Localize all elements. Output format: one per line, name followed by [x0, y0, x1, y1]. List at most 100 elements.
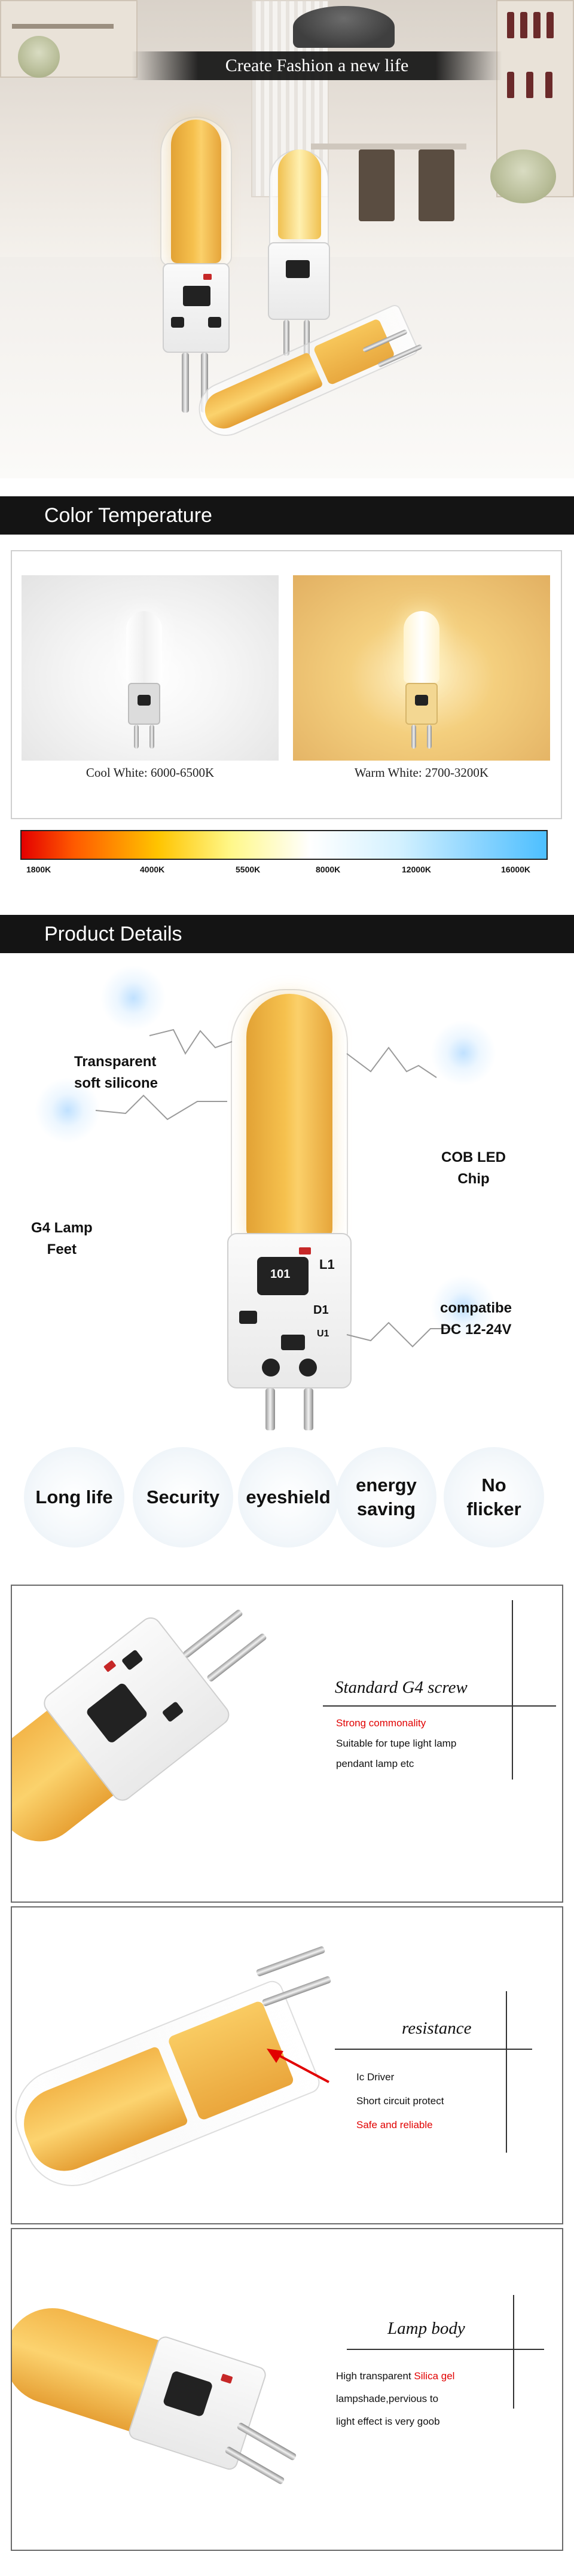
color-temperature-scale: [20, 830, 548, 860]
callout-line: G4 Lamp: [31, 1220, 93, 1236]
scale-tick: 8000K: [316, 865, 341, 874]
smd-component: [281, 1335, 305, 1350]
callout-line: COB LED: [441, 1149, 506, 1165]
guide-line: [335, 2049, 532, 2050]
pcb-mark: D1: [313, 1304, 329, 1317]
red-capacitor: [203, 274, 212, 280]
sparkle-icon: [35, 1078, 100, 1143]
feature-line: Long life: [35, 1487, 113, 1507]
leader-line: [346, 1321, 454, 1348]
cool-white-photo: [22, 575, 279, 761]
g4-pin: [265, 1388, 275, 1430]
wine-bottle: [507, 72, 514, 98]
product-details-area: 101 L1 D1 U1 Transparent soft silicone C…: [0, 965, 574, 1430]
feature-line: eyeshield: [246, 1487, 331, 1507]
cool-white-label: Cool White: 6000-6500K: [86, 765, 215, 780]
g4-pin: [411, 725, 416, 749]
scale-tick: 12000K: [402, 865, 432, 874]
callout-leader-lines: [95, 1028, 454, 1348]
feature-text: eyeshield: [238, 1447, 338, 1548]
info-line: pendant lamp etc: [336, 1758, 414, 1769]
feature-badge: [444, 1447, 544, 1548]
driver-chip: [183, 286, 210, 306]
smd-component: [239, 1311, 257, 1324]
color-temperature-frame: [11, 550, 562, 819]
feature-text: energy saving: [336, 1447, 436, 1548]
red-arrow-icon: [267, 2049, 329, 2083]
g4-pin: [304, 1388, 313, 1430]
pendant-lamp: [293, 6, 395, 48]
info-line: Ic Driver: [356, 2071, 395, 2083]
wine-bottle: [520, 12, 527, 38]
info-line: Safe and reliable: [356, 2119, 433, 2131]
bulb-driver-board: [163, 263, 230, 353]
wine-bottle: [546, 12, 554, 38]
decor-flowers-right: [490, 149, 556, 203]
info-line-highlight: Silica gel: [414, 2370, 455, 2382]
cob-led-strip-lit: [278, 149, 321, 239]
feature-line: energy: [356, 1475, 417, 1495]
feature-line: saving: [356, 1498, 416, 1519]
callout-compatible-voltage: compatibe DC 12-24V: [440, 1298, 512, 1341]
warm-white-label: Warm White: 2700-3200K: [354, 765, 489, 780]
pcb-mark: L1: [319, 1257, 335, 1272]
bulb-photo: [12, 1973, 334, 2201]
smd-component: [299, 1359, 317, 1376]
smd-component: [171, 317, 184, 328]
g4-pin: [149, 725, 154, 749]
warm-bulb-glow: [404, 611, 439, 683]
guide-line: [506, 1991, 507, 2153]
leader-line: [149, 1028, 233, 1055]
guide-line: [347, 2349, 544, 2350]
g4-pin: [283, 320, 289, 356]
cool-bulb-glow: [126, 611, 162, 683]
section-bar-product-details: Product Details: [0, 915, 574, 953]
feature-badge: [336, 1447, 436, 1548]
feature-line: flicker: [466, 1498, 521, 1519]
red-capacitor: [299, 1247, 311, 1255]
scale-tick: 5500K: [236, 865, 261, 874]
info-heading: Lamp body: [387, 2319, 465, 2338]
dining-table: [311, 144, 466, 149]
info-line-plain: High transparent: [336, 2370, 414, 2382]
cob-led-chip: [246, 994, 332, 1239]
sparkle-icon: [430, 1275, 496, 1341]
section-title: Color Temperature: [44, 504, 212, 527]
pcb-mark: U1: [317, 1329, 329, 1339]
hero-title: Create Fashion a new life: [225, 56, 409, 75]
driver-chip: [138, 695, 151, 706]
info-line: Short circuit protect: [356, 2095, 444, 2107]
callout-line: Transparent: [74, 1054, 157, 1070]
info-card-resistance: resistance Ic Driver Short circuit prote…: [11, 1906, 563, 2224]
wine-bottle: [526, 72, 533, 98]
scale-tick: 16000K: [501, 865, 531, 874]
info-card-lamp-body: Lamp body High transparent Silica gel la…: [11, 2228, 563, 2551]
smd-component: [208, 317, 221, 328]
feature-text: No flicker: [444, 1447, 544, 1548]
bulb-driver-board: [268, 242, 330, 320]
title-ribbon: [132, 51, 502, 80]
pcb-mark: 101: [270, 1268, 291, 1281]
guide-line: [512, 1600, 513, 1780]
g4-pin: [182, 353, 189, 413]
dining-chair: [359, 149, 395, 221]
info-line: lampshade,pervious to: [336, 2393, 439, 2404]
dining-chair: [419, 149, 454, 221]
info-line: Strong commonality: [336, 1717, 426, 1729]
hero-banner: Create Fashion a new life: [0, 0, 574, 478]
feature-text: Long life: [24, 1447, 124, 1548]
scale-tick: 4000K: [140, 865, 165, 874]
feature-badge: [238, 1447, 338, 1548]
feature-line: Security: [146, 1487, 220, 1507]
section-title: Product Details: [44, 923, 182, 945]
feature-line: No: [481, 1475, 506, 1495]
scale-tick: 1800K: [26, 865, 51, 874]
info-heading: resistance: [402, 2019, 472, 2038]
feature-badge: [133, 1447, 233, 1548]
bulb-photo: [12, 2290, 291, 2479]
driver-chip: [286, 260, 310, 278]
callout-line: soft silicone: [74, 1075, 158, 1091]
guide-line: [513, 2295, 514, 2409]
feature-badge: [24, 1447, 124, 1548]
info-line: High transparent Silica gel: [336, 2370, 454, 2382]
